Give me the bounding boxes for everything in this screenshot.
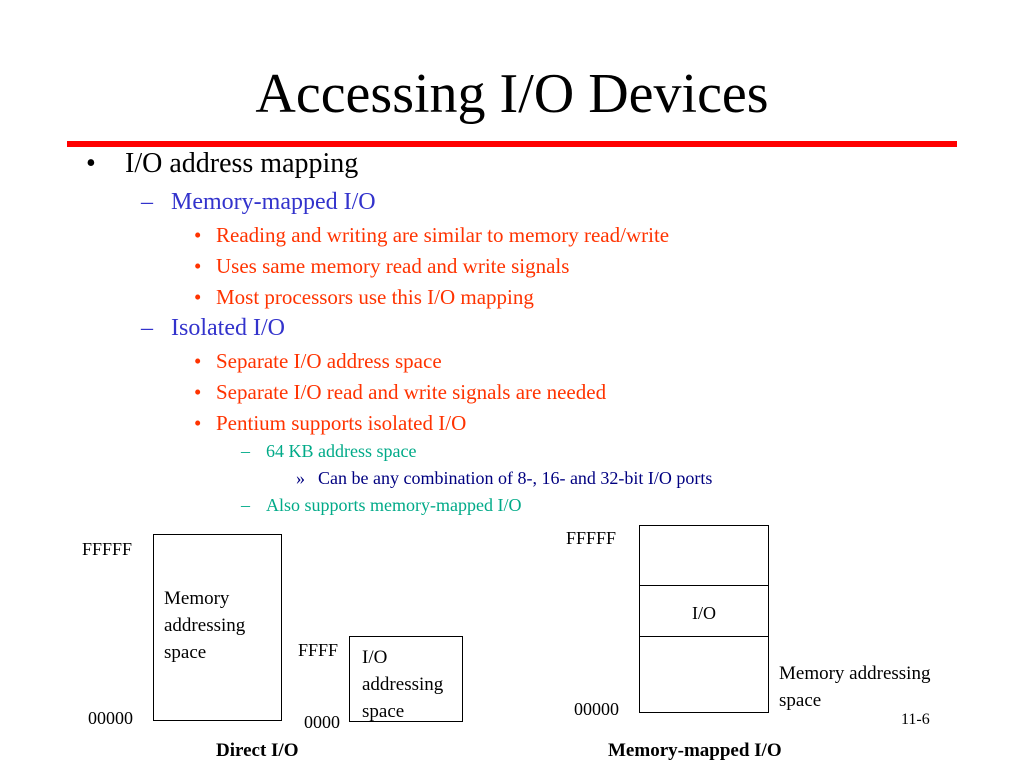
- detail-port-combination: » Can be any combination of 8-, 16- and 3…: [296, 467, 712, 489]
- list-item-text: Separate I/O read and write signals are …: [216, 380, 607, 404]
- io-region-top-divider: [639, 585, 769, 586]
- list-item: • Reading and writing are similar to memo…: [194, 222, 669, 248]
- mmio-space-box: [639, 525, 769, 713]
- subsub-also-mmio: –Also supports memory-mapped I/O: [241, 494, 521, 516]
- io-region-bottom-divider: [639, 636, 769, 637]
- subbullet-text: Memory-mapped I/O: [171, 189, 376, 215]
- page-number: 11-6: [901, 711, 930, 728]
- list-item: • Pentium supports isolated I/O: [194, 410, 466, 436]
- io-bottom-address: 0000: [304, 712, 340, 732]
- io-space-label: I/O addressing space: [362, 647, 444, 722]
- list-item: • Separate I/O read and write signals are…: [194, 379, 606, 405]
- bullet-marker: •: [194, 254, 202, 278]
- bullet-marker: •: [194, 223, 202, 247]
- list-item: • Most processors use this I/O mapping: [194, 284, 534, 310]
- mem-bottom-address: 00000: [88, 708, 133, 728]
- bullet-marker: •: [194, 380, 202, 404]
- memory-space-label: Memory addressing space: [164, 588, 246, 663]
- subsub-64kb: –64 KB address space: [241, 440, 416, 462]
- dash-marker: –: [241, 441, 250, 461]
- mmio-top-address: FFFFF: [566, 528, 617, 548]
- io-region-label: I/O: [692, 603, 716, 623]
- list-item-text: Can be any combination of 8-, 16- and 32…: [318, 468, 713, 488]
- bullet-marker: •: [194, 285, 202, 309]
- list-item-text: Reading and writing are similar to memor…: [216, 223, 670, 247]
- io-top-address: FFFF: [298, 640, 339, 660]
- subbullet-isolated: –Isolated I/O: [141, 314, 285, 342]
- bullet-marker: •: [86, 148, 96, 179]
- mmio-bottom-address: 00000: [574, 699, 619, 719]
- list-item-text: Separate I/O address space: [216, 349, 442, 373]
- list-item-text: Most processors use this I/O mapping: [216, 285, 534, 309]
- io-space-box: I/O addressing space: [349, 636, 463, 722]
- bullet-io-address-mapping: • I/O address mapping: [86, 148, 358, 180]
- subbullet-text: Isolated I/O: [171, 315, 285, 341]
- list-item: • Separate I/O address space: [194, 348, 442, 374]
- list-item-text: Uses same memory read and write signals: [216, 254, 570, 278]
- list-item-text: Also supports memory-mapped I/O: [266, 495, 522, 515]
- list-item: • Uses same memory read and write signals: [194, 253, 569, 279]
- bullet-text: I/O address mapping: [125, 148, 359, 179]
- dash-marker: –: [241, 495, 250, 515]
- slide-title: Accessing I/O Devices: [255, 63, 769, 125]
- mem-top-address: FFFFF: [82, 539, 133, 559]
- title-underline: [67, 141, 957, 147]
- memory-space-box: Memory addressing space: [153, 534, 282, 721]
- dash-marker: –: [141, 315, 153, 341]
- direct-io-caption: Direct I/O: [216, 740, 299, 761]
- list-item-text: Pentium supports isolated I/O: [216, 411, 467, 435]
- mmio-caption: Memory-mapped I/O: [608, 740, 782, 761]
- list-item-text: 64 KB address space: [266, 441, 417, 461]
- dash-marker: –: [141, 189, 153, 215]
- chevron-marker: »: [296, 468, 305, 488]
- subbullet-memory-mapped: –Memory-mapped I/O: [141, 188, 376, 216]
- mmio-memory-label: Memory addressing space: [779, 663, 931, 711]
- bullet-marker: •: [194, 411, 202, 435]
- bullet-marker: •: [194, 349, 202, 373]
